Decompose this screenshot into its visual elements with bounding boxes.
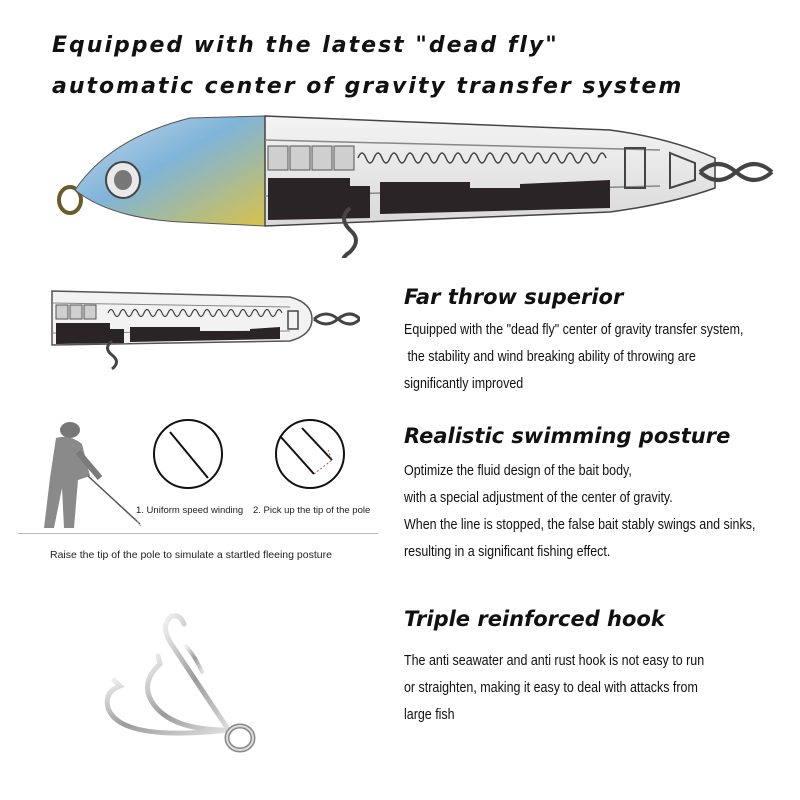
- section-title-swimming-posture: Realistic swimming posture: [404, 424, 731, 448]
- text-line: large fish: [404, 707, 455, 723]
- text-line: significantly improved: [404, 376, 524, 392]
- step-2-caption: 2. Pick up the tip of the pole: [253, 505, 371, 516]
- section-title-far-throw: Far throw superior: [404, 285, 624, 309]
- headline-line-2: automatic center of gravity transfer sys…: [52, 74, 684, 99]
- headline-line-1: Equipped with the latest "dead fly": [52, 33, 559, 58]
- step-1-caption: 1. Uniform speed winding: [136, 505, 244, 516]
- lure-cutaway-large-image: [57, 115, 774, 258]
- ground-line: [18, 533, 378, 534]
- text-line: The anti seawater and anti rust hook is …: [404, 653, 705, 669]
- lure-cutaway-small-image: [51, 290, 360, 371]
- text-line: Optimize the fluid design of the bait bo…: [404, 463, 632, 479]
- section-body-triple-hook: The anti seawater and anti rust hook is …: [404, 648, 704, 729]
- treble-hook-image: [104, 613, 256, 753]
- angler-silhouette-image: [44, 422, 143, 529]
- section-title-triple-hook: Triple reinforced hook: [404, 607, 665, 631]
- text-line: resulting in a significant fishing effec…: [404, 544, 611, 560]
- text-line: When the line is stopped, the false bait…: [404, 517, 756, 533]
- text-line: Equipped with the "dead fly" center of g…: [404, 322, 744, 338]
- text-line: the stability and wind breaking ability …: [404, 349, 696, 365]
- pick-up-tip-diagram: [275, 419, 345, 489]
- text-line: with a special adjustment of the center …: [404, 490, 673, 506]
- posture-caption: Raise the tip of the pole to simulate a …: [50, 549, 332, 561]
- uniform-winding-diagram: [153, 419, 223, 489]
- section-body-swimming-posture: Optimize the fluid design of the bait bo…: [404, 458, 755, 566]
- text-line: or straighten, making it easy to deal wi…: [404, 680, 698, 696]
- section-body-far-throw: Equipped with the "dead fly" center of g…: [404, 317, 743, 398]
